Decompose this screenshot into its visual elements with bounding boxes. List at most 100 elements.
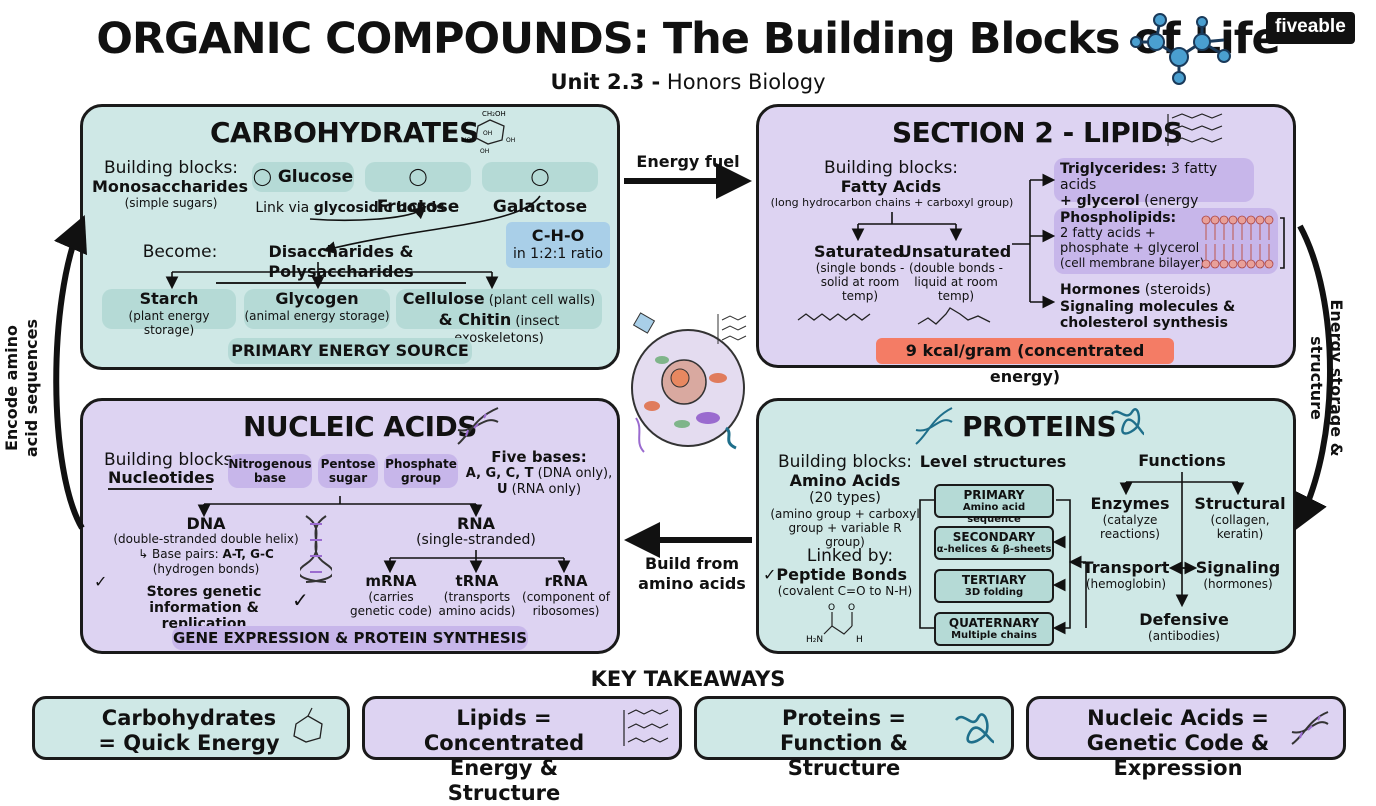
takeaway-proteins: Proteins = Function & Structure — [694, 696, 1014, 780]
fiveable-logo[interactable]: fiveable — [1266, 12, 1355, 44]
energy-density-badge: 9 kcal/gram (concentrated energy) — [876, 338, 1174, 386]
signaling-molecules-text: Signaling molecules & cholesterol synthe… — [1060, 299, 1236, 331]
build-from-amino-acids-label: Build from amino acids — [638, 554, 746, 593]
chitin-note: (insect exoskeletons) — [454, 314, 560, 346]
level-tertiary-note: 3D folding — [964, 587, 1024, 598]
saturated-chain-icon — [797, 313, 871, 321]
dna-double-helix-icon — [300, 515, 332, 583]
defensive-note: (antibodies) — [1148, 629, 1220, 643]
linked-by-label: Linked by: — [806, 546, 894, 566]
hormones-label: Hormones — [1060, 282, 1141, 298]
trna-label: tRNA — [455, 572, 499, 590]
peptide-bonds-note: (covalent C=O to N-H) — [777, 584, 913, 598]
transport-note: (hemoglobin) — [1085, 577, 1167, 591]
level-secondary-note: α-helices & β-sheets — [936, 544, 1052, 555]
structural-label: Structural — [1194, 494, 1286, 513]
unsaturated-note: (double bonds - liquid at room temp) — [909, 261, 1003, 303]
level-tertiary-name: TERTIARY — [961, 573, 1027, 587]
starch-label: Starch — [139, 289, 199, 308]
glucose-ring-icon: CH₂OH HO OH OH OH — [462, 110, 515, 155]
proteins-bb-label: Building blocks: — [777, 452, 913, 472]
glucose-label: Glucose — [277, 167, 354, 187]
lipids-bb-label: Building blocks: — [823, 158, 959, 178]
dna-note: (double-stranded double helix) — [113, 532, 299, 546]
unsaturated-label: Unsaturated — [898, 242, 1012, 261]
carbs-footer: PRIMARY ENERGY SOURCE — [228, 338, 472, 364]
level-quaternary-name: QUATERNARY — [948, 616, 1040, 630]
proteins-title: PROTEINS — [962, 410, 1117, 443]
glucose-ho-label: HO — [462, 137, 472, 144]
steroids-note: (steroids) — [1140, 282, 1212, 298]
connector-lines — [53, 163, 1333, 635]
glycogen-box: Glycogen (animal energy storage) — [244, 289, 390, 329]
amino-acid-structure-icon: O O H₂N H — [806, 603, 863, 644]
rrna-label: rRNA — [544, 572, 588, 590]
phospholipids-box: Phospholipids: 2 fatty acids + phosphate… — [1054, 208, 1278, 274]
dna-bases-label: A, G, C, T — [465, 466, 534, 481]
phospholipids-label: Phospholipids: — [1060, 210, 1177, 226]
rna-only-note: (RNA only) — [507, 482, 582, 497]
carbs-bb-note: (simple sugars) — [124, 196, 218, 210]
carbs-bb-name: Monosaccharides — [92, 177, 248, 196]
key-takeaways-title: KEY TAKEAWAYS — [590, 667, 786, 691]
oxygen-label: O — [828, 603, 835, 613]
pentose-sugar-pill: Pentose sugar — [318, 454, 378, 488]
level-secondary-name: SECONDARY — [952, 530, 1036, 544]
nucleic-bb-label: Building blocks: — [103, 450, 239, 470]
level-structures-title: Level structures — [919, 452, 1067, 471]
triglycerides-note: 3 fatty acids — [1060, 161, 1218, 193]
carbohydrates-title: CARBOHYDRATES — [210, 116, 479, 149]
five-bases-text: Five bases: A, G, C, T (DNA only), U (RN… — [464, 448, 614, 498]
peptide-bonds-label: ✓Peptide Bonds — [763, 565, 907, 584]
carbs-bb-label: Building blocks: — [103, 158, 239, 178]
structural-note: (collagen, keratin) — [1210, 513, 1270, 541]
glycerol-label: + glycerol — [1060, 193, 1140, 209]
phospholipids-line1: 2 fatty acids + — [1060, 226, 1156, 241]
proteins-bb-count: (20 types) — [809, 490, 881, 506]
oxygen-label: O — [848, 603, 855, 613]
base-pairs-text: ↳ Base pairs: A-T, G-C — [106, 547, 306, 561]
rna-base-label: U — [496, 482, 508, 497]
rna-note: (single-stranded) — [416, 532, 536, 548]
fatty-acid-icon — [1167, 113, 1223, 146]
lipids-bb-note: (long hydrocarbon chains + carboxyl grou… — [770, 196, 1014, 209]
check-mark-icon: ✓ — [94, 572, 108, 591]
unit-label: Unit 2.3 - — [550, 70, 661, 94]
nitrogenous-base-pill: Nitrogenous base — [228, 454, 312, 488]
glucose-pill: ◯ Glucose — [252, 162, 354, 192]
glucose-ring-icon — [293, 707, 323, 743]
glucose-oh-label: OH — [480, 148, 489, 155]
carbs-become-label: Become: — [142, 242, 218, 262]
check-mark-icon: ✓ — [292, 588, 309, 612]
energy-fuel-label: Energy fuel — [636, 152, 740, 171]
functions-title: Functions — [1138, 451, 1226, 470]
cho-ratio-badge: C-H-O in 1:2:1 ratio — [506, 222, 610, 268]
unsaturated-chain-icon — [917, 307, 991, 325]
proteins-bb-note: (amino group + carboxyl group + variable… — [770, 507, 920, 549]
cellulose-note: (plant cell walls) — [488, 293, 596, 308]
dna-helix-icon — [457, 407, 499, 445]
protein-fold-icon — [1111, 408, 1146, 436]
fatty-acid-icon — [623, 709, 669, 746]
base-pairs-label: A-T, G-C — [222, 547, 274, 561]
course-label: Honors Biology — [660, 70, 826, 94]
nucleic-footer: GENE EXPRESSION & PROTEIN SYNTHESIS — [172, 626, 528, 650]
starch-note: (plant energy storage) — [128, 309, 210, 337]
link-via-label: Link via — [255, 200, 314, 216]
membrane-bilayer-icon — [1201, 215, 1274, 269]
defensive-label: Defensive — [1139, 610, 1229, 629]
amine-label: H₂N — [806, 635, 823, 644]
transport-label: Transport — [1082, 558, 1170, 577]
dna-only-note: (DNA only), — [533, 466, 613, 481]
lipids-bb-name: Fatty Acids — [840, 177, 942, 196]
carbs-link-text: Link via glycosidic bonds — [250, 200, 450, 216]
starch-box: Starch (plant energy storage) — [102, 289, 236, 337]
rrna-note: (component of ribosomes) — [522, 590, 610, 618]
rna-label: RNA — [456, 514, 496, 533]
takeaway-carbohydrates: Carbohydrates = Quick Energy — [32, 696, 350, 760]
glycosidic-bonds-label: glycosidic bonds — [313, 200, 445, 216]
chitin-label: & Chitin — [438, 310, 512, 329]
phosphate-group-pill: Phosphate group — [384, 454, 458, 488]
